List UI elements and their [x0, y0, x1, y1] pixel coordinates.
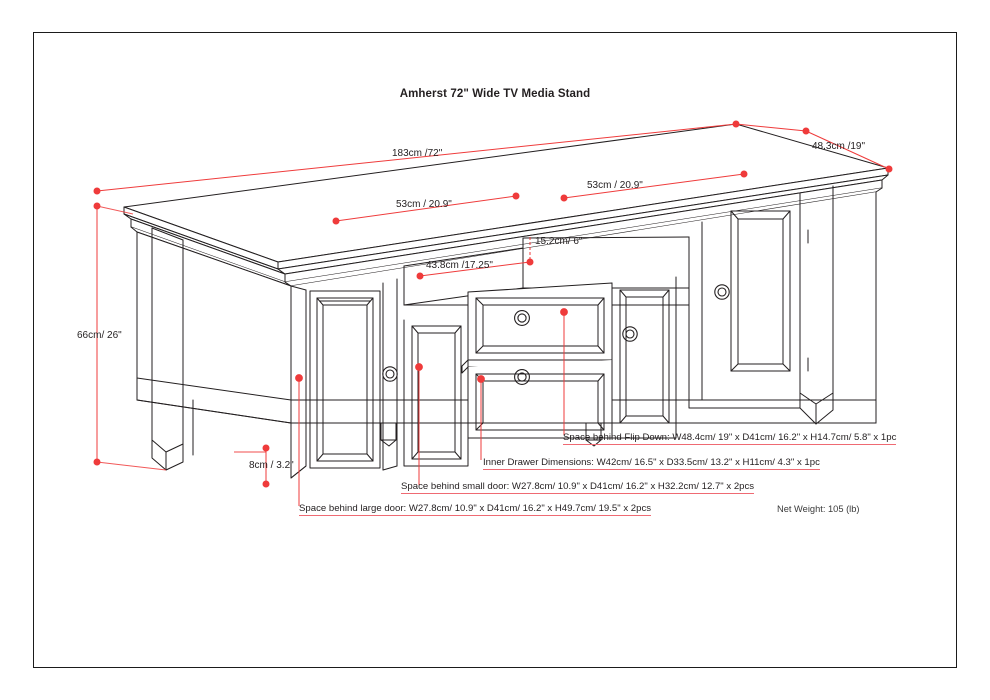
left-door-knob: [382, 366, 398, 382]
callout-inner-drawer: Inner Drawer Dimensions: W42cm/ 16.5" x …: [483, 457, 820, 470]
right-door-knob: [714, 284, 730, 300]
dim-overall-height: 66cm/ 26": [77, 330, 122, 341]
dim-center-opening-width: 43.8cm /17.25": [426, 260, 493, 271]
center-drawer-stack: [461, 282, 613, 439]
dim-shelf-height: 15.2cm/ 6": [535, 236, 583, 247]
dim-overall-depth: 48.3cm /19": [812, 141, 866, 152]
dim-right-section-width: 53cm / 20.9": [587, 180, 643, 191]
center-right-door-knob: [622, 326, 638, 342]
left-large-door: [309, 290, 381, 469]
callout-large-door: Space behind large door: W27.8cm/ 10.9" …: [299, 503, 652, 516]
dim-left-section-width: 53cm / 20.9": [396, 199, 452, 210]
callout-small-door: Space behind small door: W27.8cm/ 10.9" …: [401, 481, 755, 494]
center-feet: [380, 422, 602, 447]
center-right-small-door: [611, 276, 677, 439]
flip-down-knob: [514, 310, 530, 326]
dimension-lines: [93, 120, 893, 506]
page-title: Amherst 72" Wide TV Media Stand: [399, 88, 591, 100]
drawer-knob: [514, 369, 530, 385]
right-legs: [799, 185, 877, 425]
dim-overall-width: 183cm /72": [392, 148, 443, 159]
callout-flip-down: Space behind Flip Down: W48.4cm/ 19" x D…: [563, 432, 897, 445]
dim-leg-height: 8cm / 3.2": [249, 460, 294, 471]
net-weight-label: Net Weight: 105 (lb): [777, 504, 860, 514]
plinth-side: [136, 399, 292, 424]
